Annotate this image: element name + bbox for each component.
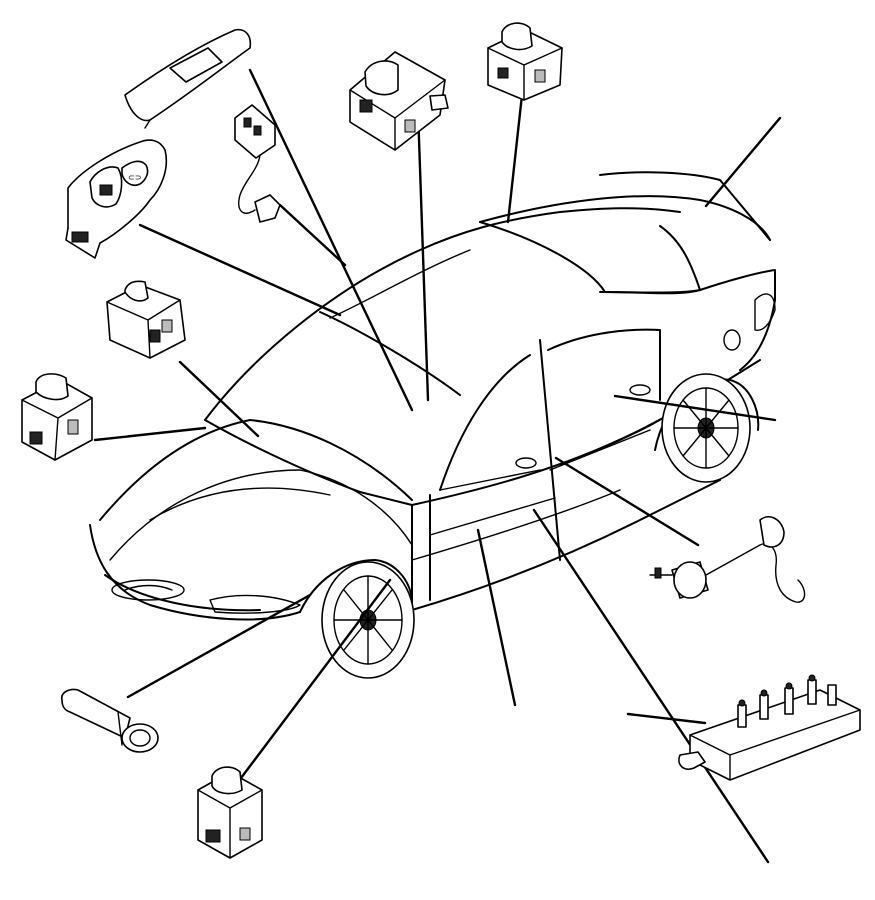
square-switch-icon-front-left [21, 373, 93, 461]
leader-lines [93, 68, 782, 864]
svg-text:⊂⊃: ⊂⊃ [128, 173, 141, 182]
relay-block-icon [678, 674, 861, 781]
car-body [89, 171, 776, 621]
square-switch-icon-left [106, 280, 186, 359]
front-wheel [321, 561, 415, 679]
cylinder-plug-icon [60, 688, 159, 753]
switch-with-wire-icon [234, 104, 281, 223]
cylinder-with-wire-icon [649, 516, 806, 603]
rear-wheel [661, 373, 751, 483]
square-switch-icon-lower [197, 766, 263, 859]
bezel-panel-icon [124, 28, 252, 129]
square-switch-icon-center [349, 51, 449, 151]
rocker-switch-icon: ⊂⊃ [65, 139, 168, 259]
square-switch-icon-overhead [487, 22, 563, 101]
